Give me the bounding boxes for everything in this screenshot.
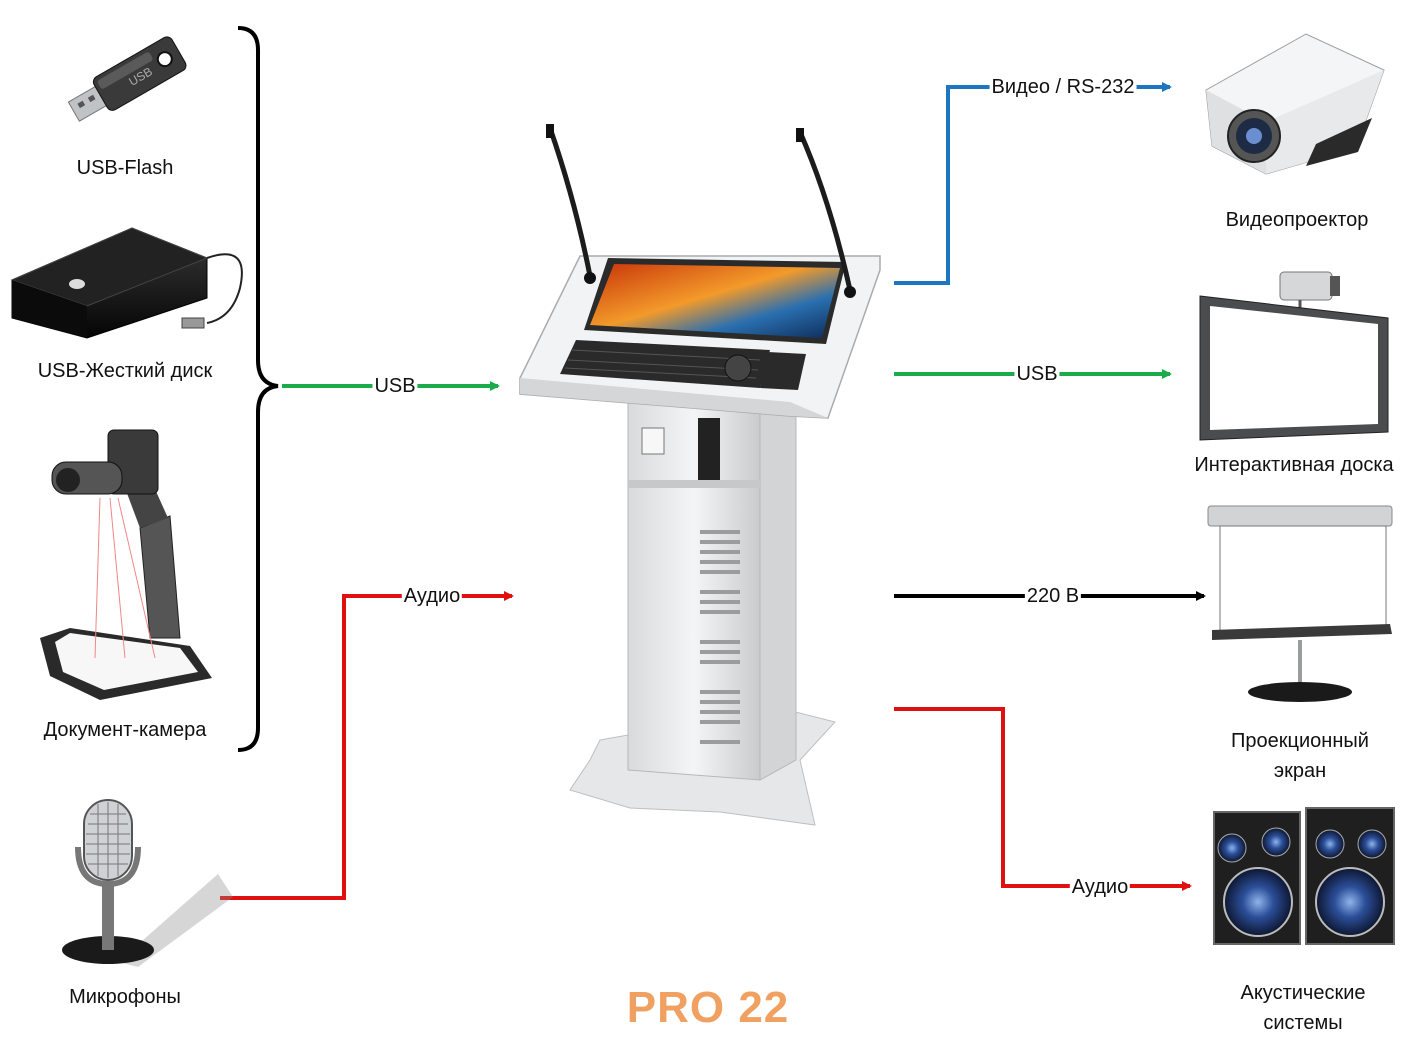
label-wire-out-usb: USB — [1014, 362, 1060, 386]
bracket-brace — [237, 26, 279, 752]
speakers-icon — [1213, 807, 1395, 945]
diagram-title: PRO 22 — [626, 983, 790, 1032]
podium-icon — [519, 124, 881, 826]
label-wire-out-power: 220 В — [1024, 584, 1082, 608]
label-wire-in-audio: Аудио — [401, 584, 463, 608]
label-projector: Видеопроектор — [1225, 209, 1369, 231]
label-usb-flash: USB-Flash — [76, 157, 174, 179]
label-speakers: Акустические системы — [1240, 982, 1366, 1034]
label-wire-in-usb: USB — [372, 374, 418, 398]
label-interactive-board: Интерактивная доска — [1194, 454, 1394, 476]
usb-flash-icon: USB — [67, 36, 187, 122]
label-usb-hdd: USB-Жесткий диск — [37, 360, 213, 382]
microphone-icon — [62, 799, 233, 967]
wire-out-audio — [894, 707, 1192, 891]
interactive-board-icon — [1199, 271, 1389, 441]
projection-screen-icon — [1207, 505, 1393, 702]
label-microphones: Микрофоны — [69, 986, 181, 1008]
label-wire-out-video: Видео / RS-232 — [989, 75, 1137, 99]
wire-in-audio — [220, 591, 514, 900]
document-camera-icon — [40, 429, 212, 700]
wire-out-video — [894, 82, 1172, 285]
label-doc-camera: Документ-камера — [43, 719, 207, 741]
label-projection-screen: Проекционный экран — [1231, 730, 1369, 782]
hard-drive-icon — [10, 227, 243, 339]
projector-icon — [1205, 33, 1385, 175]
label-wire-out-audio: Аудио — [1069, 875, 1131, 899]
